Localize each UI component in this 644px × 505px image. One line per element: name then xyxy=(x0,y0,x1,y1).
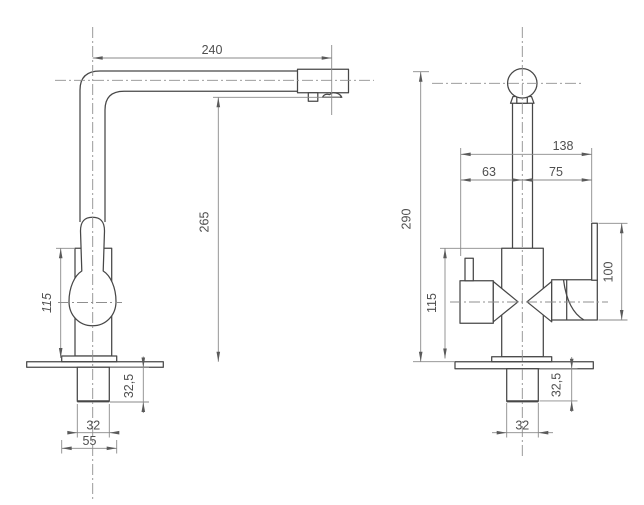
dim-side-base-width: 55 xyxy=(61,434,118,454)
arrowhead xyxy=(61,446,72,451)
dim-front-total-width: 138 xyxy=(460,139,593,256)
arrowhead xyxy=(443,348,447,359)
arrowhead xyxy=(581,178,592,182)
lever-handle-side xyxy=(68,216,117,327)
arrowhead xyxy=(109,430,120,435)
dim-side-shank-width: 32 xyxy=(67,404,120,438)
arrowhead xyxy=(522,178,533,182)
arrowhead xyxy=(460,178,471,182)
arrowhead xyxy=(58,248,63,259)
dim-label-240: 240 xyxy=(202,43,223,57)
arrowhead xyxy=(58,348,63,358)
handle-curve xyxy=(562,279,585,321)
dim-label-75: 75 xyxy=(549,165,563,179)
arrowhead xyxy=(569,400,574,411)
dim-side-height: 265 xyxy=(198,96,340,362)
arrowhead xyxy=(496,430,507,435)
dim-side-body-height: 115 xyxy=(40,247,74,358)
lever-bar xyxy=(591,222,598,281)
dim-label-138: 138 xyxy=(553,139,574,153)
dim-label-115: 115 xyxy=(425,293,439,313)
front-view: 290 138 63 75 115 xyxy=(400,27,628,458)
dim-front-body-height: 115 xyxy=(425,247,501,359)
arrowhead xyxy=(443,248,447,259)
base-flange xyxy=(491,356,553,363)
arrowhead xyxy=(92,56,103,60)
dim-label-265: 265 xyxy=(198,212,212,233)
dim-label-32-5: 32,5 xyxy=(122,374,136,398)
arrowhead xyxy=(619,223,624,234)
dim-side-thread-length: 32,5 xyxy=(110,356,149,413)
arrowhead xyxy=(512,178,523,182)
arrowhead xyxy=(216,97,221,108)
dim-front-shank-width: 32 xyxy=(492,403,553,438)
arrowhead xyxy=(418,71,423,82)
arrowhead xyxy=(460,152,471,157)
spout-outer-edge xyxy=(79,70,298,222)
dim-label-63: 63 xyxy=(482,165,496,179)
arrowhead xyxy=(538,430,549,435)
arrowhead xyxy=(321,56,332,60)
base-flange xyxy=(61,355,118,363)
arrowhead xyxy=(418,351,423,362)
dim-front-lever-height: 100 xyxy=(598,222,628,321)
dim-label-32: 32 xyxy=(515,419,529,433)
arrowhead xyxy=(619,310,624,320)
spout-inner-edge xyxy=(104,90,298,222)
dim-label-290: 290 xyxy=(400,209,414,230)
arrowhead xyxy=(67,430,78,435)
threaded-shank xyxy=(76,366,110,402)
arrowhead xyxy=(106,446,117,451)
dim-label-32: 32 xyxy=(86,419,100,433)
dim-side-reach: 240 xyxy=(92,43,333,115)
filter-valve-stem xyxy=(464,257,474,282)
dim-front-offsets: 63 75 xyxy=(460,165,592,182)
side-view: 240 265 115 32,5 xyxy=(26,27,374,501)
dim-label-100: 100 xyxy=(602,262,616,283)
dim-label-32-5: 32,5 xyxy=(550,373,564,397)
arrowhead xyxy=(581,152,592,157)
lever-handle-body xyxy=(551,279,598,321)
dim-label-55: 55 xyxy=(83,434,97,448)
arrowhead xyxy=(216,351,221,362)
dim-label-115: 115 xyxy=(40,293,54,313)
arrowhead xyxy=(141,402,146,412)
arrowhead xyxy=(569,358,574,369)
dim-front-total-height: 290 xyxy=(400,71,455,363)
dim-front-thread-length: 32,5 xyxy=(539,357,578,412)
arrowhead xyxy=(141,357,146,368)
aerator-housing xyxy=(296,68,350,94)
